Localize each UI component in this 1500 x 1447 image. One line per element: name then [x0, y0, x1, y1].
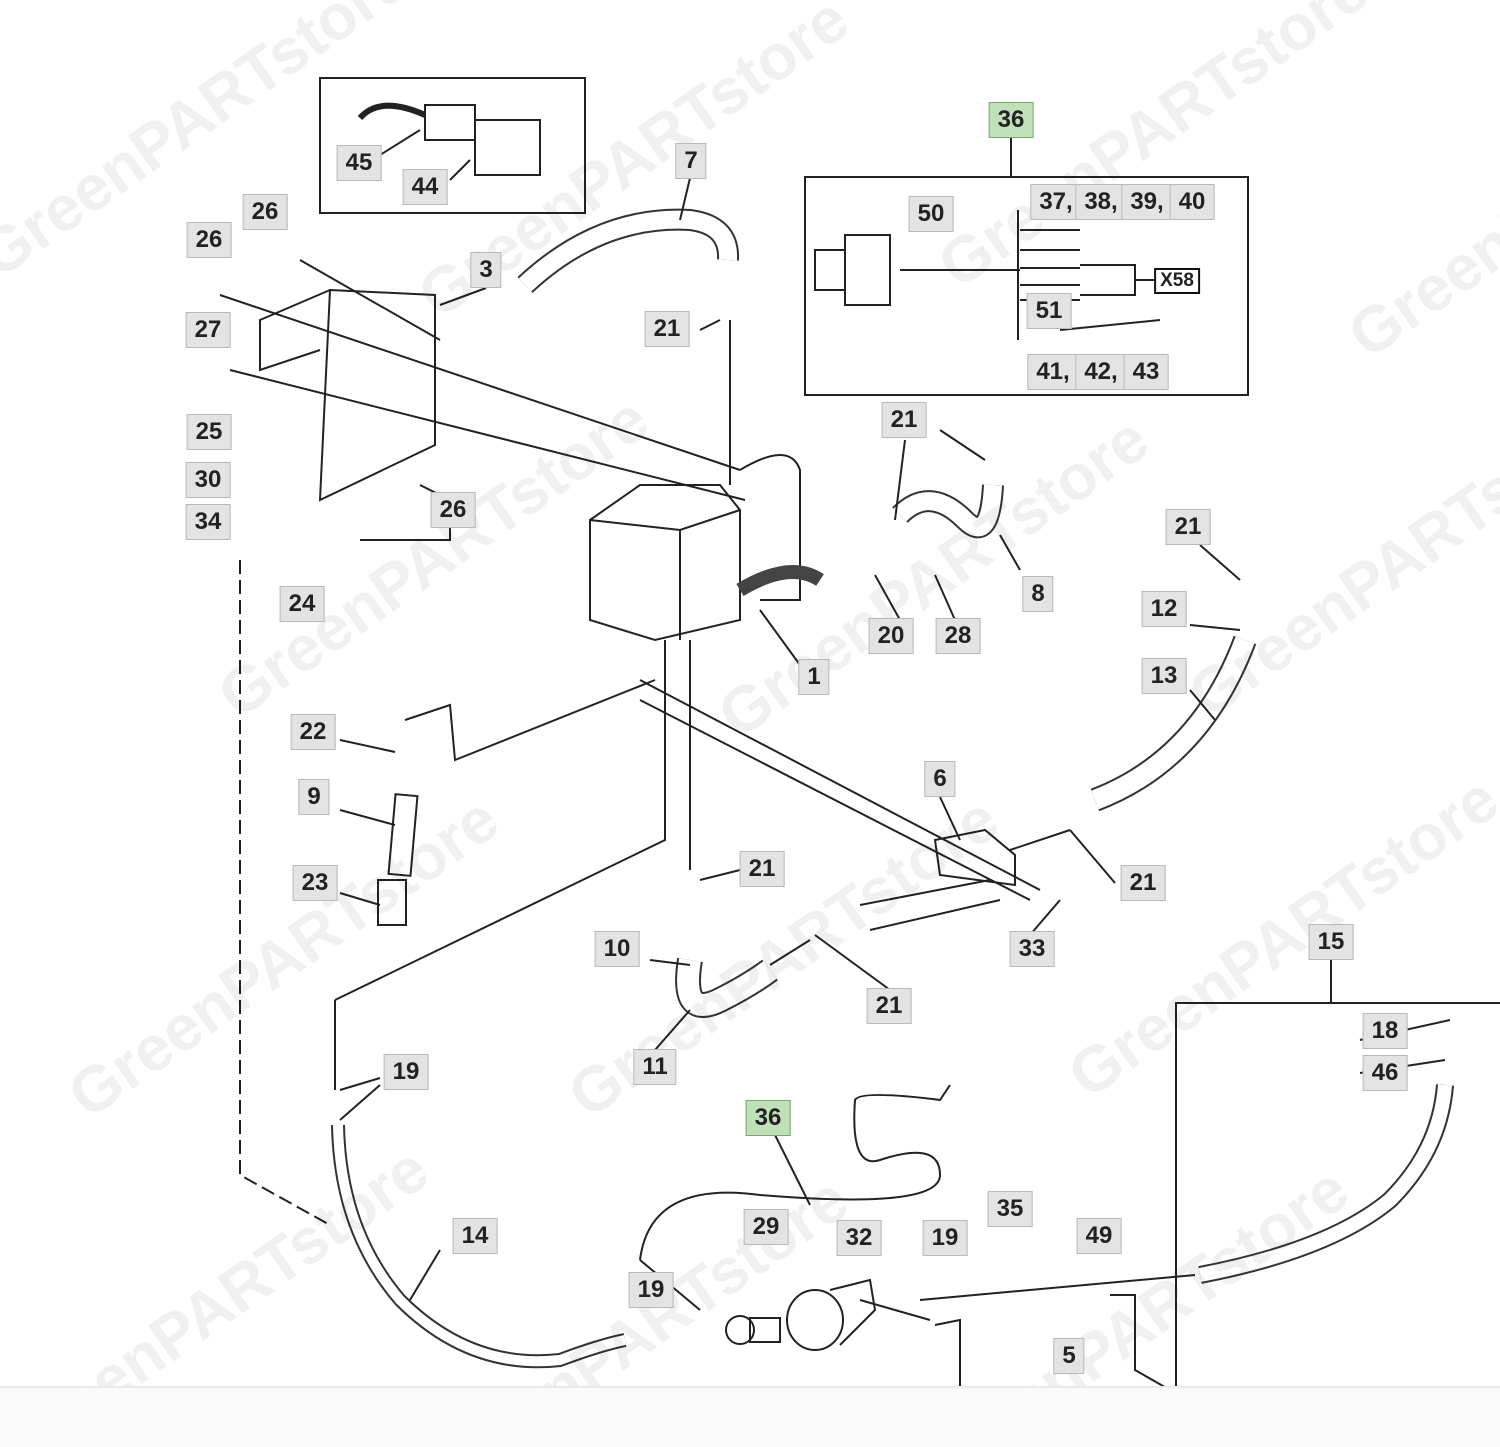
page-footer-band: [0, 1386, 1500, 1447]
part-callout[interactable]: 9: [298, 779, 330, 815]
part-callout[interactable]: 10: [594, 931, 640, 967]
part-callout[interactable]: 39,: [1121, 184, 1173, 220]
inset-hose-15-box: [1175, 1002, 1500, 1404]
part-callout[interactable]: 20: [868, 618, 914, 654]
part-callout[interactable]: 29: [743, 1209, 789, 1245]
part-callout[interactable]: 21: [881, 402, 927, 438]
part-callout[interactable]: 23: [292, 865, 338, 901]
part-callout[interactable]: 41,: [1027, 354, 1079, 390]
part-callout[interactable]: 36: [988, 102, 1034, 138]
part-callout[interactable]: 12: [1141, 591, 1187, 627]
part-callout[interactable]: 46: [1362, 1055, 1408, 1091]
inset-harness-box: [804, 176, 1249, 396]
connector-label-x58[interactable]: X58: [1154, 268, 1200, 294]
part-callout[interactable]: 14: [452, 1218, 498, 1254]
part-callout[interactable]: 7: [675, 143, 707, 179]
part-callout[interactable]: 26: [430, 492, 476, 528]
part-callout[interactable]: 32: [836, 1220, 882, 1256]
part-callout[interactable]: 13: [1141, 658, 1187, 694]
part-callout[interactable]: 35: [987, 1191, 1033, 1227]
part-callout[interactable]: 27: [185, 312, 231, 348]
part-callout[interactable]: 21: [1120, 865, 1166, 901]
part-callout[interactable]: 21: [644, 311, 690, 347]
inset-connector-box: [319, 77, 586, 214]
part-callout[interactable]: 8: [1022, 576, 1054, 612]
part-callout[interactable]: 36: [745, 1100, 791, 1136]
part-callout[interactable]: 19: [383, 1054, 429, 1090]
part-callout[interactable]: 22: [290, 714, 336, 750]
part-callout[interactable]: 50: [908, 196, 954, 232]
part-callout[interactable]: 24: [279, 586, 325, 622]
part-callout[interactable]: 26: [186, 222, 232, 258]
part-callout[interactable]: 28: [935, 618, 981, 654]
part-callout[interactable]: 19: [922, 1220, 968, 1256]
part-callout[interactable]: 25: [186, 414, 232, 450]
part-callout[interactable]: 33: [1009, 931, 1055, 967]
part-callout[interactable]: 40: [1169, 184, 1215, 220]
part-callout[interactable]: 42,: [1075, 354, 1127, 390]
part-callout[interactable]: 44: [402, 169, 448, 205]
part-callout[interactable]: 3: [470, 252, 502, 288]
part-callout[interactable]: 26: [242, 194, 288, 230]
part-callout[interactable]: 18: [1362, 1013, 1408, 1049]
part-callout[interactable]: 38,: [1075, 184, 1127, 220]
part-callout[interactable]: 19: [628, 1272, 674, 1308]
part-callout[interactable]: 34: [185, 504, 231, 540]
part-callout[interactable]: 45: [336, 145, 382, 181]
part-callout[interactable]: 15: [1308, 924, 1354, 960]
part-callout[interactable]: 37,: [1030, 184, 1082, 220]
part-callout[interactable]: 30: [185, 462, 231, 498]
part-callout[interactable]: 49: [1076, 1218, 1122, 1254]
part-callout[interactable]: 6: [924, 761, 956, 797]
part-callout[interactable]: 21: [866, 988, 912, 1024]
part-callout[interactable]: 43: [1123, 354, 1169, 390]
part-callout[interactable]: 21: [739, 851, 785, 887]
part-callout[interactable]: 1: [798, 659, 830, 695]
part-callout[interactable]: 51: [1026, 293, 1072, 329]
part-callout[interactable]: 11: [633, 1049, 677, 1085]
part-callout[interactable]: 5: [1053, 1338, 1085, 1374]
part-callout[interactable]: 21: [1165, 509, 1211, 545]
